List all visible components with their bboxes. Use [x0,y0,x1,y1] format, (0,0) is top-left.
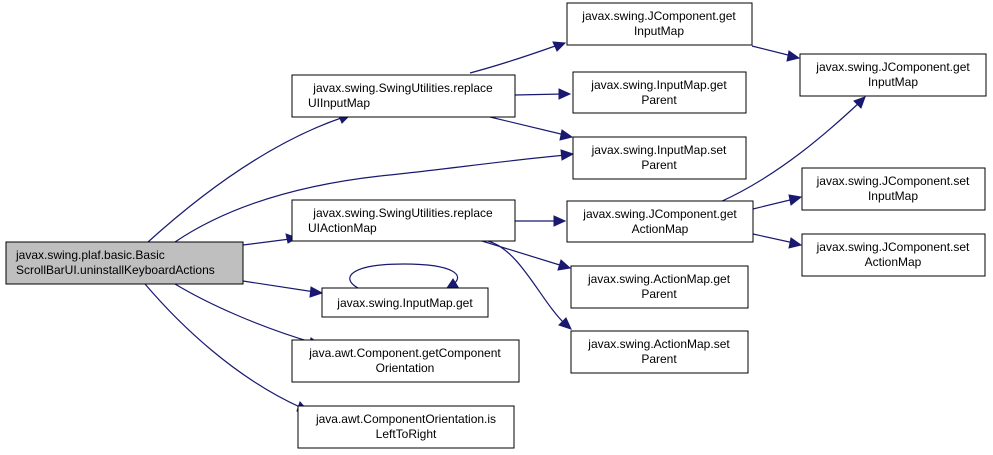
svg-text:Parent: Parent [641,93,677,107]
node-input-map-set-parent[interactable]: javax.swing.InputMap.set Parent [572,136,747,180]
node-input-map-get-parent-line-1: javax.swing.InputMap.get [590,78,727,92]
edge-replace-ui-action-map-to-jcomponent-get-action-map [515,215,567,227]
node-action-map-get-parent-line-1: javax.swing.ActionMap.get [587,272,731,286]
svg-text:LeftToRight: LeftToRight [376,427,437,441]
node-get-component-orientation-line-2: Orientation [376,361,435,375]
edge-root-to-input-map-get [242,280,324,298]
node-jcomponent-get-input-map-a-line-2: InputMap [634,24,684,38]
svg-text:java.awt.ComponentOrientation.: java.awt.ComponentOrientation.is [315,412,496,426]
svg-text:javax.swing.InputMap.get: javax.swing.InputMap.get [336,296,473,310]
node-jcomponent-get-input-map-b-line-2: InputMap [868,75,918,89]
node-replace-ui-action-map[interactable]: javax.swing.SwingUtilities.replace UIAct… [291,199,516,242]
node-action-map-set-parent-line-2: Parent [641,352,677,366]
node-jcomponent-set-input-map-line-2: InputMap [868,189,918,203]
edge-root-to-is-left-to-right [144,283,310,412]
node-jcomponent-get-action-map[interactable]: javax.swing.JComponent.get ActionMap [566,200,754,243]
node-input-map-set-parent-line-2: Parent [641,158,677,172]
node-root[interactable]: javax.swing.plaf.basic.Basic ScrollBarUI… [5,241,244,285]
svg-text:InputMap: InputMap [868,189,918,203]
svg-text:InputMap: InputMap [868,75,918,89]
edge-jcomponent-get-action-map-to-jcomponent-set-action-map [752,233,803,249]
edge-replace-ui-action-map-to-action-map-set-parent [487,240,572,330]
node-action-map-get-parent-line-2: Parent [641,287,677,301]
edge-replace-ui-input-map-to-input-map-set-parent [489,116,574,141]
svg-text:Parent: Parent [641,158,677,172]
node-input-map-get-line-1: javax.swing.InputMap.get [336,296,473,310]
node-action-map-set-parent-line-1: javax.swing.ActionMap.set [587,337,730,351]
node-jcomponent-set-input-map-line-1: javax.swing.JComponent.set [816,174,970,188]
edge-jcomponent-get-action-map-to-jcomponent-set-input-map [752,194,803,210]
node-replace-ui-input-map[interactable]: javax.swing.SwingUtilities.replace UIInp… [291,74,516,118]
node-jcomponent-get-action-map-line-1: javax.swing.JComponent.get [582,207,737,221]
svg-text:javax.swing.plaf.basic.Basic: javax.swing.plaf.basic.Basic [15,248,165,262]
svg-text:javax.swing.ActionMap.set: javax.swing.ActionMap.set [587,337,730,351]
node-input-map-get-parent[interactable]: javax.swing.InputMap.get Parent [572,71,747,114]
node-jcomponent-set-action-map-line-2: ActionMap [865,255,922,269]
nodes: javax.swing.plaf.basic.Basic ScrollBarUI… [5,2,987,449]
svg-text:ActionMap: ActionMap [865,255,922,269]
node-input-map-get-parent-line-2: Parent [641,93,677,107]
svg-text:javax.swing.ActionMap.get: javax.swing.ActionMap.get [587,272,731,286]
svg-text:ScrollBarUI.uninstallKeyboardA: ScrollBarUI.uninstallKeyboardActions [16,263,215,277]
svg-text:javax.swing.JComponent.set: javax.swing.JComponent.set [816,240,970,254]
svg-text:javax.swing.JComponent.get: javax.swing.JComponent.get [815,60,970,74]
edge-root-to-input-map-set-parent [174,149,575,243]
node-get-component-orientation[interactable]: java.awt.Component.getComponent Orientat… [291,339,520,383]
node-jcomponent-get-input-map-b-line-1: javax.swing.JComponent.get [815,60,970,74]
node-input-map-set-parent-line-1: javax.swing.InputMap.set [591,143,727,157]
edge-replace-ui-input-map-to-input-map-get-parent [514,88,572,100]
edge-root-to-replace-ui-action-map [242,233,299,246]
node-jcomponent-get-input-map-a-line-1: javax.swing.JComponent.get [581,9,736,23]
svg-text:javax.swing.InputMap.get: javax.swing.InputMap.get [590,78,727,92]
edge-replace-ui-action-map-to-action-map-get-parent [481,240,572,271]
node-root-line-2: ScrollBarUI.uninstallKeyboardActions [16,263,215,277]
node-replace-ui-input-map-line-2: UIInputMap [308,96,370,110]
svg-text:Orientation: Orientation [376,361,435,375]
node-get-component-orientation-line-1: java.awt.Component.getComponent [308,346,501,360]
svg-text:javax.swing.InputMap.set: javax.swing.InputMap.set [591,143,727,157]
edge-replace-ui-input-map-to-jcomponent-get-input-map [469,41,567,74]
edge-jcomponent-get-input-map-to-jcomponent-get-input-map [751,45,801,62]
node-jcomponent-set-input-map[interactable]: javax.swing.JComponent.set InputMap [801,167,986,211]
svg-text:UIActionMap: UIActionMap [308,221,377,235]
node-jcomponent-get-action-map-line-2: ActionMap [632,222,689,236]
node-input-map-get[interactable]: javax.swing.InputMap.get [321,287,489,318]
node-action-map-get-parent[interactable]: javax.swing.ActionMap.get Parent [570,265,749,309]
node-jcomponent-get-input-map-a[interactable]: javax.swing.JComponent.get InputMap [566,2,753,46]
svg-text:javax.swing.JComponent.get: javax.swing.JComponent.get [582,207,737,221]
node-jcomponent-set-action-map[interactable]: javax.swing.JComponent.set ActionMap [801,233,986,277]
node-action-map-set-parent[interactable]: javax.swing.ActionMap.set Parent [570,330,749,374]
svg-text:javax.swing.SwingUtilities.rep: javax.swing.SwingUtilities.replace [312,81,493,95]
edge-input-map-get-self-loop [349,263,459,289]
node-is-left-to-right[interactable]: java.awt.ComponentOrientation.is LeftToR… [297,405,515,449]
svg-text:javax.swing.JComponent.set: javax.swing.JComponent.set [816,174,970,188]
edge-jcomponent-get-action-map-to-jcomponent-get-input-map [719,96,866,203]
svg-text:Parent: Parent [641,352,677,366]
node-jcomponent-get-input-map-b[interactable]: javax.swing.JComponent.get InputMap [799,53,987,97]
svg-text:javax.swing.SwingUtilities.rep: javax.swing.SwingUtilities.replace [312,206,493,220]
node-jcomponent-set-action-map-line-1: javax.swing.JComponent.set [816,240,970,254]
node-root-line-1: javax.swing.plaf.basic.Basic [15,248,165,262]
node-is-left-to-right-line-2: LeftToRight [376,427,437,441]
node-replace-ui-action-map-line-1: javax.swing.SwingUtilities.replace [312,206,493,220]
node-replace-ui-input-map-line-1: javax.swing.SwingUtilities.replace [312,81,493,95]
svg-text:UIInputMap: UIInputMap [308,96,370,110]
svg-text:java.awt.Component.getComponen: java.awt.Component.getComponent [308,346,501,360]
svg-text:ActionMap: ActionMap [632,222,689,236]
node-is-left-to-right-line-1: java.awt.ComponentOrientation.is [315,412,496,426]
svg-text:InputMap: InputMap [634,24,684,38]
node-replace-ui-action-map-line-2: UIActionMap [308,221,377,235]
svg-text:Parent: Parent [641,287,677,301]
svg-text:javax.swing.JComponent.get: javax.swing.JComponent.get [581,9,736,23]
